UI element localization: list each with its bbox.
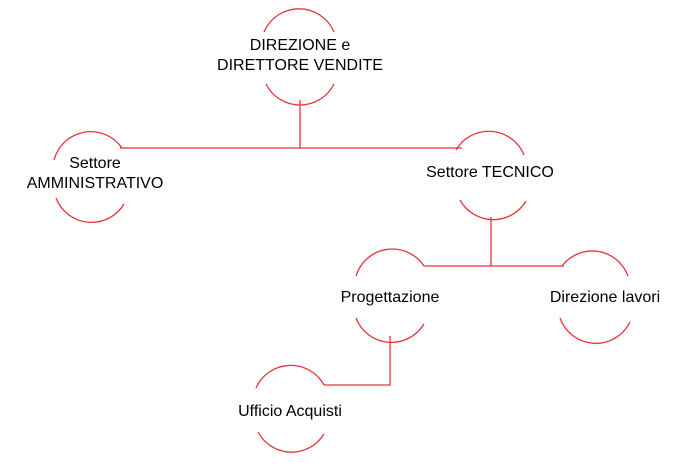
node-progettazione-label: Progettazione bbox=[340, 289, 440, 306]
node-progettazione-shape bbox=[355, 248, 425, 344]
node-direzione-line2: DIRETTORE VENDITE bbox=[217, 57, 383, 74]
node-amministrativo-shape bbox=[53, 130, 125, 224]
node-direzione-line1: DIREZIONE e bbox=[249, 37, 351, 54]
node-tecnico-label: Settore TECNICO bbox=[426, 164, 554, 181]
connector-progettazione-acquisti bbox=[324, 336, 391, 386]
node-amministrativo-label: Settore AMMINISTRATIVO bbox=[0, 154, 190, 194]
node-acquisti-label: Ufficio Acquisti bbox=[238, 403, 342, 420]
node-direzione-label: DIREZIONE e DIRETTORE VENDITE bbox=[200, 36, 400, 76]
node-direzione-lavori-label: Direzione lavori bbox=[549, 289, 661, 306]
node-amministrativo-line2: AMMINISTRATIVO bbox=[26, 175, 164, 192]
node-acquisti-shape bbox=[255, 364, 325, 453]
node-amministrativo-line1: Settore bbox=[69, 155, 121, 172]
node-tecnico-shape bbox=[455, 130, 527, 221]
node-direzione-lavori-shape bbox=[559, 250, 631, 344]
